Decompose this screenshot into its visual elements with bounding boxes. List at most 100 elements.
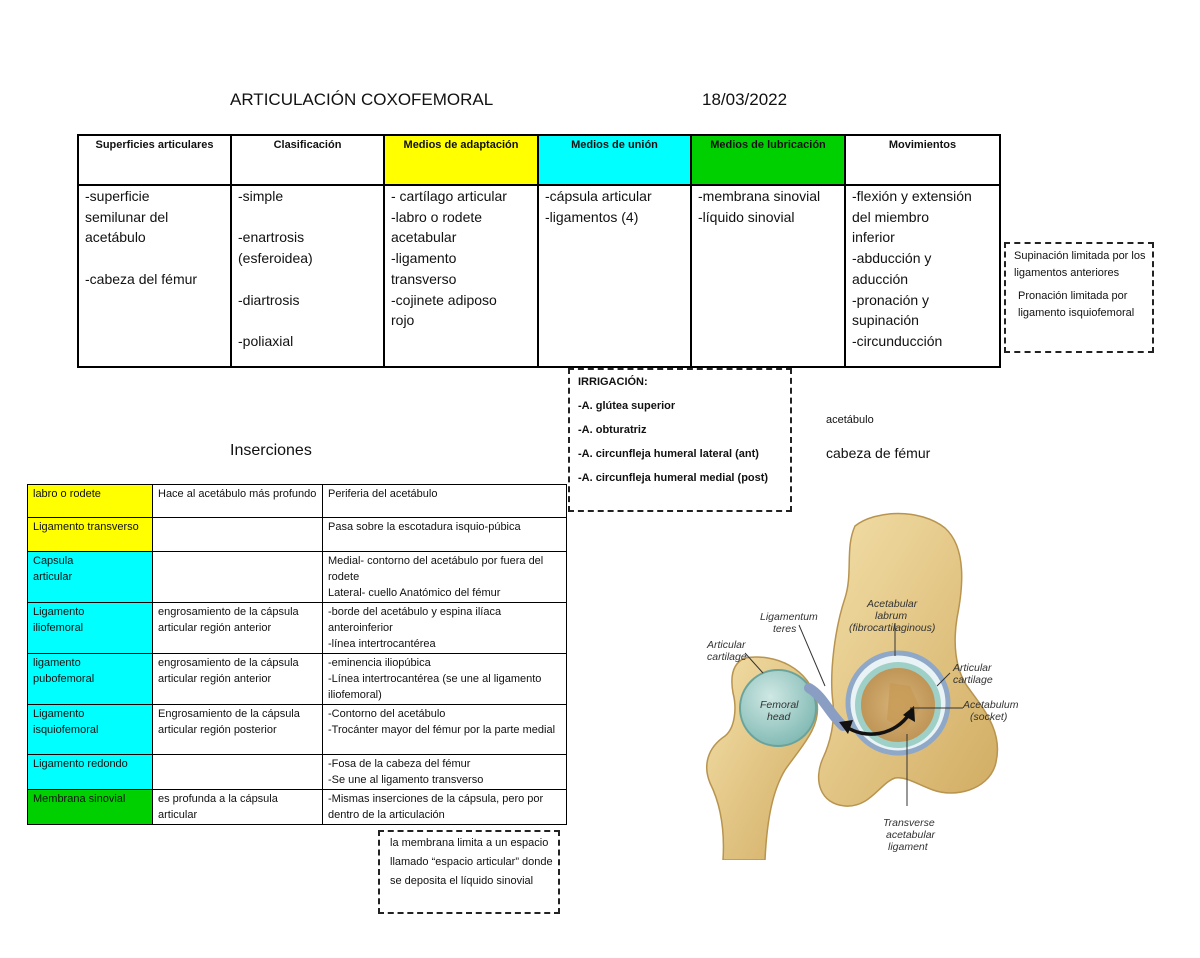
ligament-desc-cell: engrosamiento de la cápsula articular re… xyxy=(152,602,323,654)
ligament-name: ligamento pubofemoral xyxy=(33,657,95,685)
ligament-name: Ligamento redondo xyxy=(33,758,128,770)
ligament-insertion-cell: Pasa sobre la escotadura isquio-púbica xyxy=(322,517,567,552)
header-medios-adaptacion: Medios de adaptación xyxy=(383,134,539,186)
ligament-insertion: -Contorno del acetábulo -Trocánter mayor… xyxy=(328,708,556,736)
irrigation-item: -A. circunfleja humeral lateral (ant) xyxy=(578,448,759,460)
ligament-insertion: Medial- contorno del acetábulo por fuera… xyxy=(328,555,544,599)
summary-content-row: -superficie semilunar del acetábulo -cab… xyxy=(77,185,1001,368)
movement-note-line: Supinación limitada por los ligamentos a… xyxy=(1014,250,1146,279)
label-transverse-ligament: Transverse xyxy=(883,817,935,829)
cell-text: - cartílago articular -labro o rodete ac… xyxy=(391,188,507,329)
ligament-name-cell: Ligamento redondo xyxy=(27,754,153,790)
ligament-desc-cell xyxy=(152,517,323,552)
label-articular-cartilage: Articular xyxy=(706,639,746,651)
ligament-name-cell: Ligamento iliofemoral xyxy=(27,602,153,654)
joint-arrow xyxy=(843,711,912,736)
header-medios-lubricacion: Medios de lubricación xyxy=(690,134,846,186)
label-acetabular-labrum: (fibrocartilaginous) xyxy=(849,622,935,634)
label-acetabular-labrum: labrum xyxy=(875,610,907,622)
irrigation-item: -A. glútea superior xyxy=(578,400,676,412)
ligament-insertion-cell: -eminencia iliopúbica -Línea intertrocan… xyxy=(322,653,567,705)
cell-text: -flexión y extensión del miembro inferio… xyxy=(852,188,972,349)
summary-header-row: Superficies articulares Clasificación Me… xyxy=(77,134,1001,186)
cell-text: -simple -enartrosis (esferoidea) -diartr… xyxy=(238,188,313,349)
leader-line xyxy=(936,672,951,687)
table-row: Membrana sinovial es profunda a la cápsu… xyxy=(27,789,567,825)
label-ligamentum-teres: teres xyxy=(773,623,797,635)
label-articular-cartilage-right: Articular xyxy=(952,662,992,674)
ligament-insertion-cell: Medial- contorno del acetábulo por fuera… xyxy=(322,551,567,603)
label-femoral-head: Femoral xyxy=(760,699,799,711)
ligament-desc-cell xyxy=(152,551,323,603)
irrigation-item: -A. circunfleja humeral medial (post) xyxy=(578,472,769,484)
cell-clasificacion: -simple -enartrosis (esferoidea) -diartr… xyxy=(230,185,385,368)
label-femoral-head: head xyxy=(767,711,792,723)
header-clasificacion: Clasificación xyxy=(230,134,385,186)
table-row: labro o rodete Hace al acetábulo más pro… xyxy=(27,484,567,518)
table-row: Ligamento iliofemoral engrosamiento de l… xyxy=(27,602,567,654)
ligament-name-cell: Ligamento transverso xyxy=(27,517,153,552)
cell-movimientos: -flexión y extensión del miembro inferio… xyxy=(844,185,1001,368)
header-movimientos: Movimientos xyxy=(844,134,1001,186)
cell-medios-adaptacion: - cartílago articular -labro o rodete ac… xyxy=(383,185,539,368)
header-superficies: Superficies articulares xyxy=(77,134,232,186)
ligament-desc: Hace al acetábulo más profundo xyxy=(158,488,317,500)
ligament-insertion-cell: -Mismas inserciones de la cápsula, pero … xyxy=(322,789,567,825)
arrow-head-left xyxy=(839,720,853,734)
table-row: Ligamento redondo -Fosa de la cabeza del… xyxy=(27,754,567,790)
synovial-note-text: la membrana limita a un espacio llamado … xyxy=(390,837,553,887)
ligament-name: Capsula articular xyxy=(33,555,74,583)
ligament-name-cell: Membrana sinovial xyxy=(27,789,153,825)
header-medios-union: Medios de unión xyxy=(537,134,692,186)
summary-table: Superficies articulares Clasificación Me… xyxy=(77,134,1001,368)
ligament-desc-cell: engrosamiento de la cápsula articular re… xyxy=(152,653,323,705)
ligament-desc-cell: Engrosamiento de la cápsula articular re… xyxy=(152,704,323,755)
cell-medios-union: -cápsula articular -ligamentos (4) xyxy=(537,185,692,368)
table-row: Ligamento isquiofemoral Engrosamiento de… xyxy=(27,704,567,755)
ligament-name: labro o rodete xyxy=(33,488,101,500)
ligament-desc: engrosamiento de la cápsula articular re… xyxy=(158,657,302,685)
ligament-name-cell: labro o rodete xyxy=(27,484,153,518)
label-transverse-ligament: ligament xyxy=(888,841,929,853)
ligament-name: Membrana sinovial xyxy=(33,793,126,805)
ligament-desc: engrosamiento de la cápsula articular re… xyxy=(158,606,302,634)
ligament-insertion: -borde del acetábulo y espina ilíaca ant… xyxy=(328,606,502,650)
irrigation-title: IRRIGACIÓN: xyxy=(578,376,648,388)
ligament-name-cell: Ligamento isquiofemoral xyxy=(27,704,153,755)
ligament-desc: es profunda a la cápsula articular xyxy=(158,793,281,821)
ligament-name: Ligamento iliofemoral xyxy=(33,606,85,634)
ligament-insertion: -eminencia iliopúbica -Línea intertrocan… xyxy=(328,657,542,701)
table-row: Ligamento transverso Pasa sobre la escot… xyxy=(27,517,567,552)
ligament-insertion-cell: -Contorno del acetábulo -Trocánter mayor… xyxy=(322,704,567,755)
ligament-name: Ligamento isquiofemoral xyxy=(33,708,99,736)
leader-line xyxy=(744,652,764,674)
ligament-insertion-cell: -borde del acetábulo y espina ilíaca ant… xyxy=(322,602,567,654)
movement-note-box: Supinación limitada por los ligamentos a… xyxy=(1004,242,1154,353)
page-date: 18/03/2022 xyxy=(702,90,788,109)
acetabulo-label: acetábulo xyxy=(826,414,874,426)
table-row: Capsula articular Medial- contorno del a… xyxy=(27,551,567,603)
table-row: ligamento pubofemoral engrosamiento de l… xyxy=(27,653,567,705)
label-acetabulum: (socket) xyxy=(970,711,1007,723)
ligament-desc-cell: es profunda a la cápsula articular xyxy=(152,789,323,825)
page-title: ARTICULACIÓN COXOFEMORAL xyxy=(230,90,494,109)
ligament-insertion: Periferia del acetábulo xyxy=(328,488,438,500)
label-ligamentum-teres: Ligamentum xyxy=(760,611,818,623)
movement-note-line: Pronación limitada por ligamento isquiof… xyxy=(1018,290,1135,319)
label-articular-cartilage-right: cartilage xyxy=(953,674,993,686)
cell-superficies: -superficie semilunar del acetábulo -cab… xyxy=(77,185,232,368)
cell-text: -membrana sinovial -líquido sinovial xyxy=(698,188,821,225)
label-articular-cartilage: cartilage xyxy=(707,651,747,663)
ligament-insertion-cell: -Fosa de la cabeza del fémur -Se une al … xyxy=(322,754,567,790)
ligament-name-cell: Capsula articular xyxy=(27,551,153,603)
femoral-head xyxy=(739,669,817,747)
cell-medios-lubricacion: -membrana sinovial -líquido sinovial xyxy=(690,185,846,368)
hip-joint-illustration: Ligamentum teres Articular cartilage Fem… xyxy=(706,512,1019,860)
inserciones-heading: Inserciones xyxy=(230,442,312,459)
cell-text: -superficie semilunar del acetábulo -cab… xyxy=(85,188,198,287)
ligament-insertion: Pasa sobre la escotadura isquio-púbica xyxy=(328,521,521,533)
synovial-note-box: la membrana limita a un espacio llamado … xyxy=(378,830,560,914)
label-acetabular-labrum: Acetabular xyxy=(866,598,918,610)
ligament-insertion-cell: Periferia del acetábulo xyxy=(322,484,567,518)
ligament-name: Ligamento transverso xyxy=(33,521,139,533)
